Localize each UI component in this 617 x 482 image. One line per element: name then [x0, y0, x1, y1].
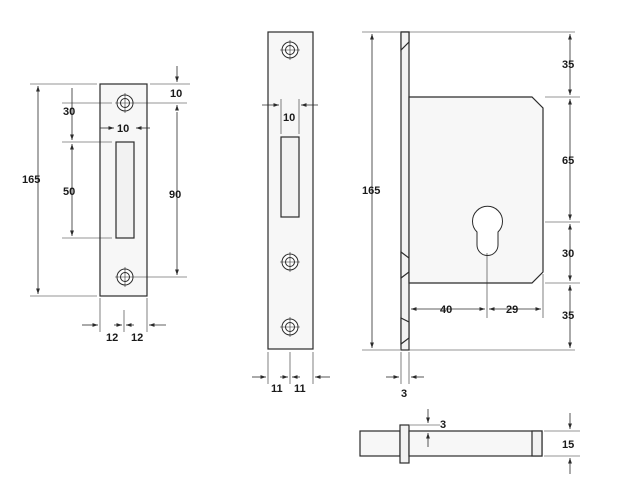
lock-case: [408, 96, 544, 284]
bolt-step-label: 3: [440, 419, 446, 431]
lock-body-bottom-offset-label: 35: [562, 310, 574, 322]
forend-screw-hole-bottom: [280, 317, 300, 337]
euro-cylinder-cutout: [472, 205, 503, 256]
striking-plate-slot: [115, 141, 135, 239]
striking-plate-height-label: 165: [22, 174, 40, 186]
bolt-view: 3 15: [359, 409, 580, 474]
striking-plate-slot-width-label: 10: [117, 123, 129, 135]
bolt-forend: [399, 424, 410, 464]
striking-plate-slot-height-label: 50: [63, 186, 75, 198]
forend-half-width-left-label: 11: [271, 383, 283, 395]
lock-body-backset-label: 40: [440, 304, 452, 316]
lock-body-cylinder-offset-label: 29: [506, 304, 518, 316]
forend-slot-width-label: 10: [283, 112, 295, 124]
forend-screw-hole-middle: [280, 252, 300, 272]
striking-plate-hole-offset-label: 30: [63, 106, 75, 118]
lock-body-height-label: 165: [362, 185, 380, 197]
lock-body-case-upper-label: 65: [562, 155, 574, 167]
striking-plate-top-margin-label: 10: [170, 88, 182, 100]
lock-body-cylinder-label: 30: [562, 248, 574, 260]
lock-body-top-offset-label: 35: [562, 59, 574, 71]
forend-slot: [280, 136, 300, 218]
lock-body-view: 165 35 65 30 35 40 29 3: [362, 31, 580, 400]
bolt: [359, 430, 401, 457]
forend-half-width-right-label: 11: [294, 383, 306, 395]
striking-plate-half-width-right-label: 12: [131, 332, 143, 344]
lock-body-forend-thickness-label: 3: [401, 388, 407, 400]
forend-view: 10 11 11: [252, 31, 330, 395]
striking-plate-view: 165 30 50 10 10 90 12 12: [22, 66, 190, 344]
bolt-case-end: [531, 430, 543, 457]
striking-plate-hole-pitch-label: 90: [169, 189, 181, 201]
forend-screw-hole-top: [280, 40, 300, 60]
bolt-height-label: 15: [562, 439, 574, 451]
striking-plate-half-width-left-label: 12: [106, 332, 118, 344]
bolt-case: [408, 430, 543, 457]
striking-plate-screw-hole-top: [115, 93, 135, 113]
lock-body-forend-edge: [400, 31, 410, 351]
striking-plate-screw-hole-bottom: [115, 267, 135, 287]
